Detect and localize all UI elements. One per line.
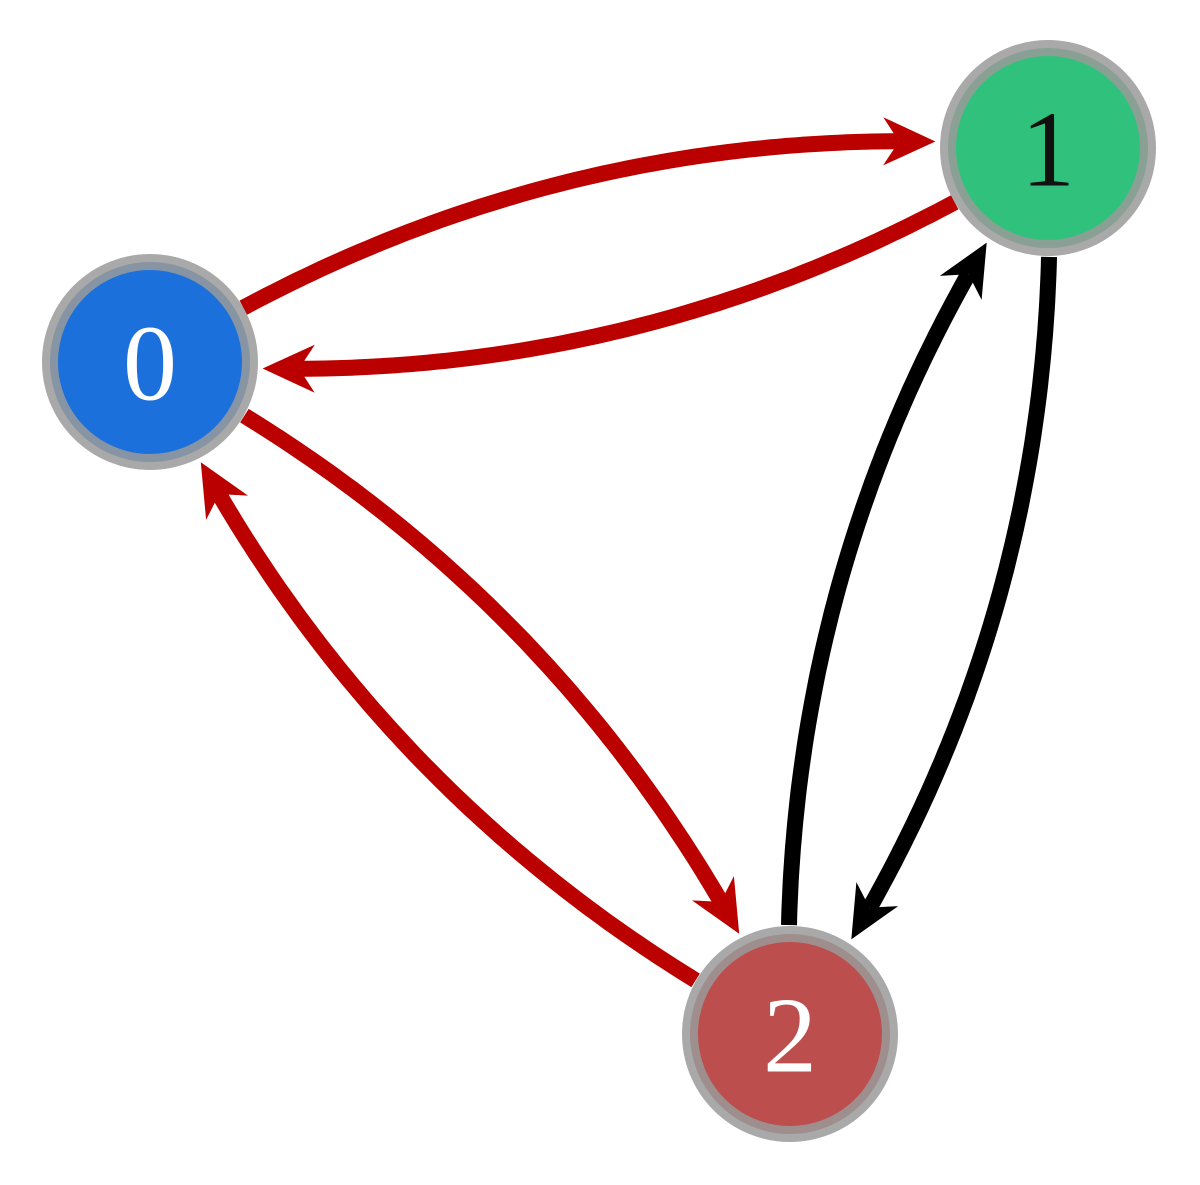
node-1-label: 1: [1021, 91, 1075, 210]
edge-0-to-1: [239, 117, 936, 315]
edge-arrowhead-2-to-1: [939, 242, 987, 300]
nodes-layer: 0 1 2: [42, 40, 1156, 1142]
node-1-circle: [940, 40, 1156, 256]
node-2-circle: [682, 926, 898, 1142]
edge-1-to-2: [851, 256, 1057, 940]
edge-line-0-to-2: [240, 408, 728, 906]
node-1: 1: [940, 40, 1156, 256]
edge-2-to-1: [781, 242, 987, 926]
edge-arrowhead-1-to-0: [262, 344, 315, 393]
edge-2-to-0: [200, 462, 700, 988]
edge-0-to-2: [240, 408, 740, 934]
edge-line-0-to-1: [239, 133, 899, 315]
edges-layer: [200, 117, 1057, 988]
edge-1-to-0: [262, 195, 959, 393]
node-0-circle: [42, 254, 258, 470]
edge-line-1-to-2: [862, 256, 1057, 912]
node-0-label: 0: [123, 305, 177, 424]
edge-line-2-to-0: [212, 490, 700, 988]
edge-arrowhead-2-to-0: [200, 462, 248, 520]
edge-arrowhead-0-to-2: [692, 876, 740, 934]
node-2-label: 2: [763, 977, 817, 1096]
edge-line-1-to-0: [299, 195, 959, 377]
edge-arrowhead-1-to-2: [851, 882, 899, 940]
node-0: 0: [42, 254, 258, 470]
edge-arrowhead-0-to-1: [883, 117, 936, 166]
node-2: 2: [682, 926, 898, 1142]
edge-line-2-to-1: [781, 270, 976, 926]
